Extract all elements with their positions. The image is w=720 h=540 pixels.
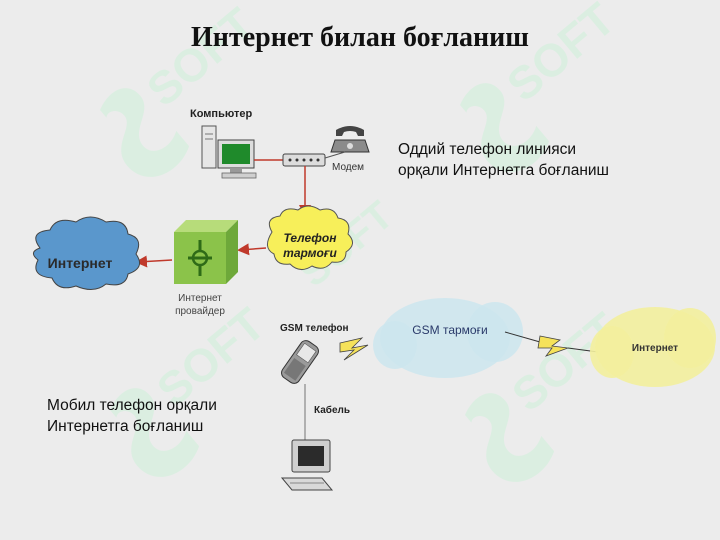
gsm-network-cloud	[373, 298, 523, 378]
computer-label: Компьютер	[190, 108, 252, 120]
telephone-icon	[330, 126, 370, 153]
phone-network-label-2: тармоғи	[283, 246, 337, 260]
landline-caption-line-2: орқали Интернетга боғланиш	[398, 162, 609, 179]
network-provider-arrow	[237, 243, 267, 256]
landline-caption-line-1: Оддий телефон линияси	[398, 141, 577, 158]
internet-cloud-left	[33, 216, 141, 290]
phone-network-cloud	[267, 205, 353, 270]
internet-left-label: Интернет	[48, 255, 113, 271]
lightning-icon	[339, 337, 369, 361]
internet-right-label: Интернет	[632, 343, 678, 354]
internet-cloud-right	[590, 307, 716, 387]
slide-title: Интернет билан боғланиш	[191, 22, 529, 53]
lightning-icon	[537, 335, 569, 357]
mobile-phone-icon	[281, 340, 319, 384]
provider-label-2: провайдер	[175, 306, 225, 317]
gsm-internet-link-1	[504, 331, 541, 343]
phone-cord	[324, 151, 346, 159]
provider-label-1: Интернет	[178, 293, 222, 304]
phone-network-label-1: Телефон	[283, 231, 337, 245]
gsm-phone-label: GSM телефон	[280, 322, 349, 334]
provider-icon	[174, 220, 238, 284]
cable-label: Кабель	[314, 404, 350, 416]
computer-icon	[201, 125, 257, 179]
provider-internet-arrow	[135, 255, 173, 268]
mobile-caption-line-1: Мобил телефон орқали	[47, 397, 217, 414]
mobile-caption-line-2: Интернетга боғланиш	[47, 418, 204, 435]
laptop-icon	[280, 439, 334, 491]
modem-label: Модем	[332, 162, 364, 173]
landline-caption: Оддий телефон линияси орқали Интернетга …	[398, 139, 609, 181]
mobile-caption: Мобил телефон орқали Интернетга боғланиш	[47, 395, 217, 437]
gsm-network-label: GSM тармоғи	[412, 323, 487, 337]
modem-icon	[282, 153, 326, 167]
